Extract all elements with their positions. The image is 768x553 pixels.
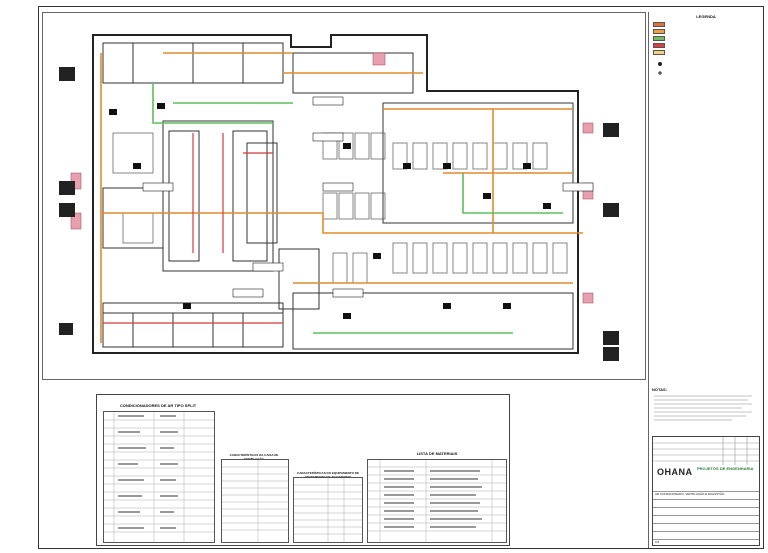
revision-table: [653, 437, 759, 465]
floor-plan: [59, 34, 619, 361]
ventilation-box-table: [221, 459, 289, 543]
air-treatment-grid: [294, 478, 362, 542]
drawing-sheet-border: [38, 6, 764, 549]
ventilation-box-grid: [222, 460, 288, 542]
split-table-title: CONDICIONADORES DE AR TIPO SPLIT: [119, 403, 197, 408]
split-table: [103, 411, 215, 543]
company-logo: OHANA: [657, 467, 693, 477]
legend-item: [653, 36, 759, 41]
stamp-row: [653, 507, 759, 508]
notes-title: NOTAS:: [652, 388, 668, 392]
air-treatment-table: [293, 477, 363, 543]
legend-swatch: [653, 50, 665, 55]
legend-title: LEGENDA: [696, 14, 716, 19]
company-tagline-text: PROJETOS DE ENGENHARIA: [697, 466, 754, 471]
stamp-row: [653, 515, 759, 516]
title-block: OHANA PROJETOS DE ENGENHARIA AR CONDICIO…: [652, 436, 760, 546]
legend-swatch: [653, 36, 665, 41]
stamp-row: [653, 523, 759, 524]
duct-return-green: [152, 83, 563, 334]
stamp-row: [653, 531, 759, 532]
title-block-panel: LEGENDA: [648, 12, 762, 548]
workstation-desks: [112, 132, 568, 284]
legend-item: [653, 22, 759, 27]
split-table-grid: [104, 412, 214, 542]
legend-item: [653, 29, 759, 34]
condenser-units: [59, 67, 619, 361]
stamp-row: [653, 499, 759, 500]
indoor-units: [109, 103, 551, 319]
legend-swatch: [653, 43, 665, 48]
duct-supply-orange: [100, 52, 583, 343]
building-outline: [92, 34, 579, 354]
interior-walls: [102, 42, 574, 350]
equipment-tables: CONDICIONADORES DE AR TIPO SPLIT: [96, 394, 510, 546]
legend-item: [653, 43, 759, 48]
materials-table: [367, 459, 507, 543]
sheet-code: 0.0: [653, 539, 759, 545]
duct-exhaust-red: [103, 133, 283, 324]
notes-lines: [654, 395, 752, 421]
company-tagline: PROJETOS DE ENGENHARIA: [697, 467, 757, 471]
legend-swatch: [653, 29, 665, 34]
notes-section: NOTAS:: [652, 388, 760, 434]
materials-title: LISTA DE MATERIAIS: [416, 451, 458, 456]
legend-item: [653, 50, 759, 55]
materials-grid: [368, 460, 506, 542]
symbol-markers: [658, 62, 662, 75]
project-line: AR CONDICIONADO, VENTILAÇÃO E EXAUSTÃO: [653, 491, 759, 497]
callout-tags: [142, 96, 594, 298]
legend-swatch: [653, 22, 665, 27]
floor-plan-frame: [42, 12, 646, 380]
